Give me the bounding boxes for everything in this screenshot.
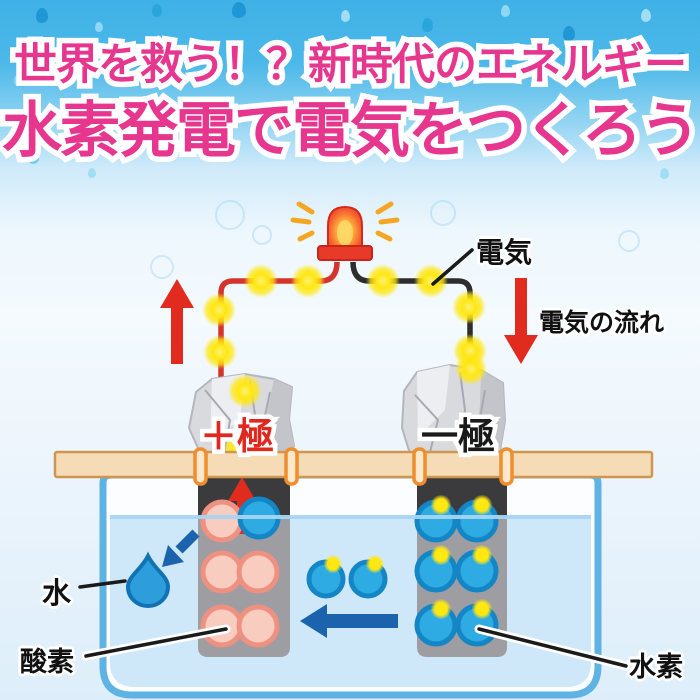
electron-dot [455, 353, 487, 385]
water-droplet-icon [125, 551, 171, 608]
bubble-icon [641, 9, 651, 22]
bubble-icon [232, 2, 246, 18]
electricity-leader-line [431, 248, 474, 286]
free-hydrogen-molecules [306, 555, 388, 599]
bubble-icon [36, 8, 48, 23]
led-lamp-icon [290, 201, 400, 261]
bubble-icon [501, 5, 510, 17]
bubble-icon [95, 22, 103, 32]
down-arrow [504, 278, 538, 364]
current-flow-label: 電気の流れ [539, 309, 665, 337]
bubble-icon [563, 26, 575, 41]
bubble-icon [676, 52, 688, 67]
hydrogen-label: 水素 [629, 652, 683, 682]
bubble-icon [152, 4, 162, 17]
hydrogen-left-arrow [300, 604, 398, 638]
black-wire [350, 261, 473, 378]
bubble-icon [14, 74, 23, 86]
clips [193, 447, 514, 486]
poster-title-text: 水素発電で電気をつくろう [2, 97, 700, 164]
bubble-icon [422, 18, 433, 32]
poster-title-outline: 水素発電で電気をつくろう [0, 92, 700, 170]
positive-electrode-text: ＋極 [200, 416, 274, 457]
poster-title: 水素発電で電気をつくろう 水素発電で電気をつくろう [0, 82, 700, 170]
faint-bubble-icon [215, 200, 245, 230]
water-leader-line [78, 579, 127, 589]
electron-dot [228, 374, 262, 408]
faint-bubble-icon [618, 230, 640, 252]
board [53, 450, 654, 479]
bubble-icon [660, 168, 669, 179]
negative-electrode-label: 一極 一極 [398, 406, 518, 462]
up-arrow [160, 279, 194, 364]
positive-electrode-label: ＋極 ＋極 [177, 406, 297, 462]
led-rays-icon [290, 201, 400, 242]
bubble-icon [28, 150, 39, 164]
positive-electrode-outline: ＋極 [196, 412, 279, 462]
water-label: 水 [42, 578, 72, 610]
poster-subtitle: 世界を救う！？新時代のエネルギー 世界を救う！？新時代のエネルギー [0, 30, 700, 95]
electricity-label: 電気 [476, 237, 533, 268]
oxygen-leader-line [81, 624, 231, 661]
oxygen-molecules [200, 499, 280, 648]
poster-subtitle-outline: 世界を救う！？新時代のエネルギー [9, 36, 693, 95]
red-wire [218, 261, 340, 378]
right-foil [400, 363, 507, 458]
faint-bubble-icon [430, 200, 456, 226]
bubble-icon [88, 168, 96, 178]
negative-electrode-outline: 一極 [417, 412, 500, 462]
poster-subtitle-text: 世界を救う！？新時代のエネルギー [14, 41, 687, 89]
droplet-arrow [162, 529, 200, 567]
hydrogen-leader-line [474, 624, 631, 671]
negative-electrode-text: 一極 [421, 416, 495, 457]
bubble-icon [341, 10, 350, 22]
bubble-icon [596, 142, 606, 155]
faint-bubble-icon [150, 255, 174, 279]
faint-bubble-icon [252, 225, 272, 245]
electron-dots [202, 264, 487, 369]
water-surface [110, 515, 591, 519]
oxygen-label: 酸素 [20, 647, 74, 677]
